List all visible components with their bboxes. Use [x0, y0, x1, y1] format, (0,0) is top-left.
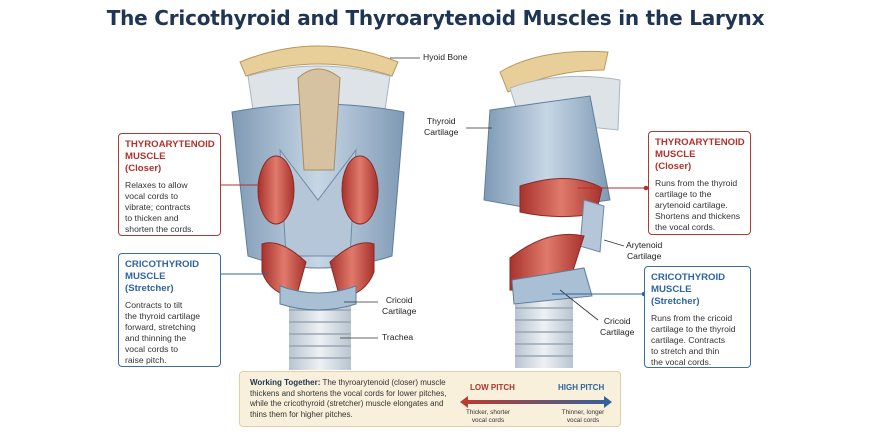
thyroarytenoid-front-right	[341, 155, 379, 225]
cricoid-cartilage-front	[279, 285, 357, 311]
label-trachea: Trachea	[382, 332, 414, 342]
hyoid-bone-front	[239, 45, 399, 77]
callout-body: Runs from the cricoid cartilage to the t…	[651, 313, 736, 367]
cricothyroid-callout-left: CRICOTHYROID MUSCLE (Stretcher) Contract…	[118, 253, 221, 367]
working-together-legend: Working Together: The thyroarytenoid (cl…	[239, 371, 621, 427]
callout-heading: CRICOTHYROID MUSCLE (Stretcher)	[125, 259, 200, 294]
side-view-larynx	[483, 50, 621, 368]
label-cricoid-cartilage-front: Cricoid Cartilage	[382, 295, 417, 316]
label-arytenoid-cartilage: Arytenoid Cartilage	[626, 240, 663, 261]
callout-heading: THYROARYTENOID MUSCLE (Closer)	[655, 137, 745, 172]
legend-description: Working Together: The thyroarytenoid (cl…	[250, 378, 455, 420]
label-thyroid-cartilage: Thyroid Cartilage	[424, 116, 459, 137]
trachea-side	[515, 296, 573, 368]
page-title: The Cricothyroid and Thyroarytenoid Musc…	[106, 6, 765, 30]
callout-heading: THYROARYTENOID MUSCLE (Closer)	[125, 139, 215, 174]
front-view-larynx	[231, 45, 405, 370]
callout-body: Runs from the thyroid cartilage to the a…	[655, 178, 741, 232]
cricothyroid-callout-right: CRICOTHYROID MUSCLE (Stretcher) Runs fro…	[644, 266, 751, 368]
callout-body: Contracts to tilt the thyroid cartilage …	[125, 300, 200, 365]
legend-bold-lead: Working Together:	[250, 378, 321, 387]
epiglottis-front	[297, 68, 341, 171]
cricoid-cartilage-side	[511, 267, 593, 305]
pitch-arrow	[460, 396, 612, 408]
legend-body: The thyroarytenoid (closer) muscle thick…	[250, 378, 447, 419]
arytenoid-side	[579, 199, 605, 253]
callout-body: Relaxes to allow vocal cords to vibrate;…	[125, 180, 194, 234]
low-pitch-caption: Thicker, shorter vocal cords	[465, 409, 511, 424]
high-pitch-label: HIGH PITCH	[558, 383, 605, 392]
label-cricoid-cartilage-side: Cricoid Cartilage	[600, 316, 635, 337]
thyroarytenoid-callout-right: THYROARYTENOID MUSCLE (Closer) Runs from…	[648, 131, 751, 235]
low-pitch-label: LOW PITCH	[470, 383, 515, 392]
label-hyoid-bone: Hyoid Bone	[423, 52, 468, 62]
high-pitch-caption: Thinner, longer vocal cords	[561, 409, 605, 424]
callout-heading: CRICOTHYROID MUSCLE (Stretcher)	[651, 272, 726, 307]
leader-lines	[340, 57, 625, 339]
thyroarytenoid-callout-left: THYROARYTENOID MUSCLE (Closer) Relaxes t…	[118, 133, 221, 236]
thyroarytenoid-front-left	[257, 155, 295, 225]
